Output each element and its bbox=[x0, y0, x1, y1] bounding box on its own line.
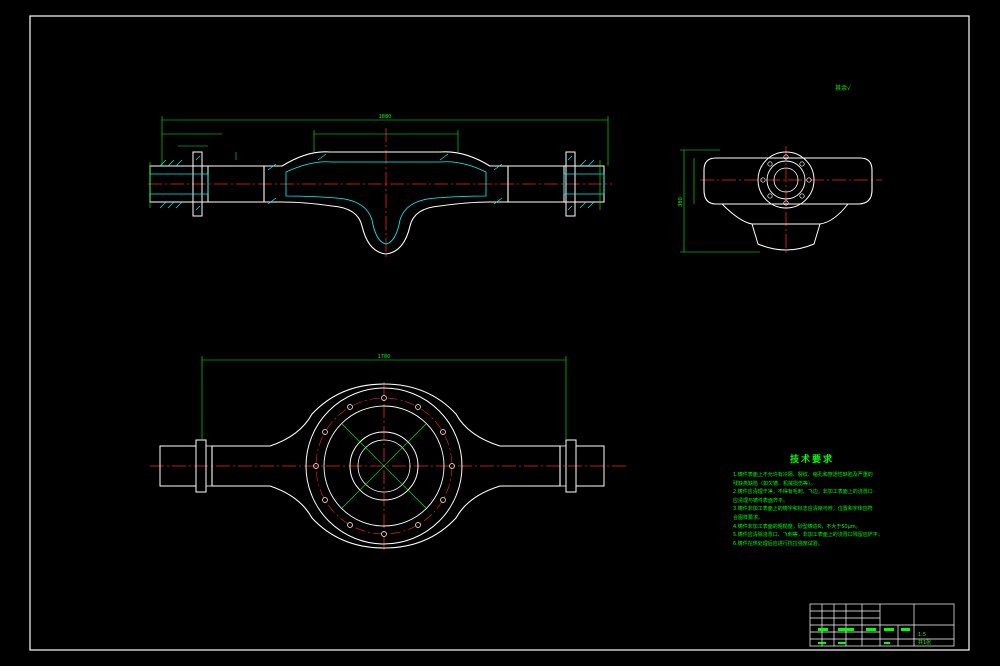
side-view-lower-bowl bbox=[721, 203, 849, 225]
plan-right-collar bbox=[559, 445, 567, 487]
plan-bearing-bore bbox=[357, 439, 411, 493]
side-view-bottom-boss bbox=[751, 223, 821, 251]
axle-housing-inner-outline bbox=[285, 161, 487, 245]
plan-inner-ring bbox=[323, 405, 445, 527]
side-view-body bbox=[703, 157, 873, 205]
plan-view: 1780 bbox=[150, 354, 628, 552]
title-block-scale: 1:5 bbox=[918, 632, 926, 638]
axle-housing-outline bbox=[263, 151, 509, 255]
technical-note-line: 4.铸件非加工表面的粗糙度，砂型铸造R，不大于50μm。 bbox=[733, 523, 861, 530]
technical-note-line: 3.铸件非加工表面上的铸字和标志应清晰可辨，位置和字体应符 bbox=[733, 506, 873, 513]
side-view-bore bbox=[773, 167, 799, 193]
technical-note-line: 2.铸件应清理干净，不得有毛刺、飞边，非加工表面上的浇冒口 bbox=[733, 489, 873, 496]
plan-bearing-boss bbox=[349, 431, 419, 501]
front-section-view: 1880 bbox=[148, 114, 612, 258]
side-view-flange-outer bbox=[757, 151, 815, 209]
technical-note-line: 1.铸件表面上不允许有冷隔、裂纹、缩孔和穿透性缺陷及严重的 bbox=[733, 472, 873, 478]
right-flange bbox=[565, 151, 576, 217]
plan-diagonal-lines bbox=[341, 423, 427, 509]
technical-note-line: 5.铸件应清除浇冒口、飞刺等，非加工表面上的浇冒口残留应铲平。 bbox=[733, 532, 883, 539]
side-view-flange-inner bbox=[766, 160, 806, 200]
side-height-dimension: 380 bbox=[678, 197, 684, 207]
side-view-dimensions bbox=[680, 149, 760, 253]
side-view: 380 其余√ bbox=[678, 84, 882, 256]
plan-bolt-holes bbox=[313, 395, 455, 537]
technical-note-line: 残缺类缺陷（如欠铸、机械损伤等）。 bbox=[733, 480, 816, 487]
front-view-dimensions bbox=[149, 116, 609, 210]
title-block bbox=[809, 603, 955, 647]
title-block-markings bbox=[818, 628, 910, 644]
plan-outer-ring bbox=[305, 387, 463, 545]
overall-length-dimension: 1880 bbox=[379, 114, 392, 120]
technical-note-line: 6.铸件在热处理后应进行抗拉强度试验。 bbox=[733, 540, 823, 547]
surface-roughness-note: 其余√ bbox=[835, 84, 851, 92]
technical-requirements-title: 技术要求 bbox=[789, 455, 834, 465]
technical-note-line: 合图样要求。 bbox=[733, 514, 764, 521]
section-hatching bbox=[159, 153, 595, 211]
title-block-sheet: 共1张 bbox=[918, 639, 931, 646]
plan-view-dimensions bbox=[201, 356, 567, 440]
plan-left-collar bbox=[205, 445, 213, 487]
outer-frame bbox=[29, 15, 970, 651]
side-view-bolt-holes bbox=[760, 154, 812, 206]
left-flange bbox=[192, 151, 203, 217]
right-bore bbox=[563, 173, 605, 195]
plan-bolt-circle bbox=[315, 397, 453, 535]
technical-requirements: 技术要求 1.铸件表面上不允许有冷隔、裂纹、缩孔和穿透性缺陷及严重的 残缺类缺陷… bbox=[733, 452, 891, 548]
technical-note-line: 应清理与铸件表面齐平。 bbox=[733, 497, 789, 504]
bottom-length-dimension: 1780 bbox=[378, 354, 391, 360]
